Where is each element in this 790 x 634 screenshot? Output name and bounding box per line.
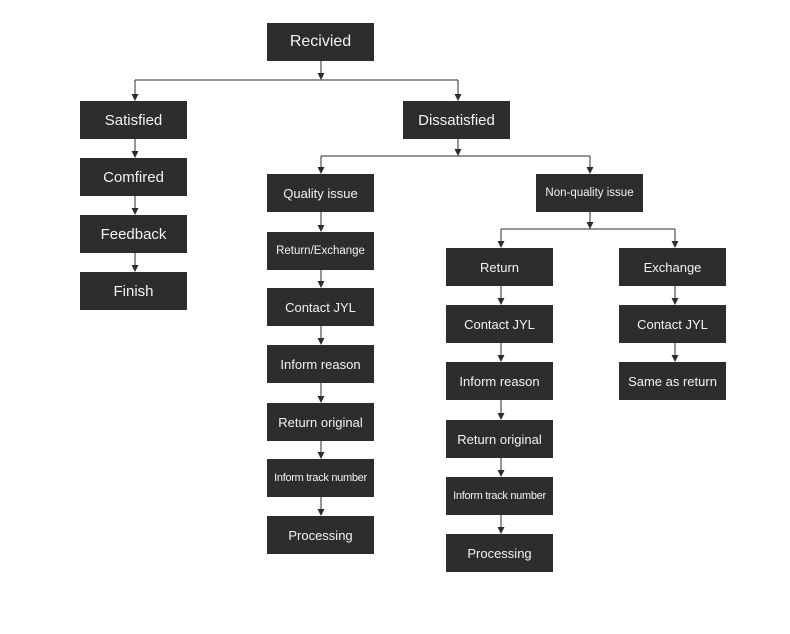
node-quality-inform-reason: Inform reason	[267, 345, 374, 383]
node-dissatisfied: Dissatisfied	[403, 101, 510, 139]
node-return-inform-track-number: Inform track number	[446, 477, 553, 515]
node-feedback: Feedback	[80, 215, 187, 253]
node-quality-issue: Quality issue	[267, 174, 374, 212]
node-quality-processing: Processing	[267, 516, 374, 554]
node-return-contact-jyl: Contact JYL	[446, 305, 553, 343]
node-exchange-same-as-return: Same as return	[619, 362, 726, 400]
node-return-return-original: Return original	[446, 420, 553, 458]
node-comfired: Comfired	[80, 158, 187, 196]
node-quality-return-exchange: Return/Exchange	[267, 232, 374, 270]
node-quality-return-original: Return original	[267, 403, 374, 441]
node-return: Return	[446, 248, 553, 286]
node-return-inform-reason: Inform reason	[446, 362, 553, 400]
node-finish: Finish	[80, 272, 187, 310]
node-received: Recivied	[267, 23, 374, 61]
node-quality-inform-track-number: Inform track number	[267, 459, 374, 497]
node-exchange-contact-jyl: Contact JYL	[619, 305, 726, 343]
node-satisfied: Satisfied	[80, 101, 187, 139]
node-non-quality-issue: Non-quality issue	[536, 174, 643, 212]
node-quality-contact-jyl: Contact JYL	[267, 288, 374, 326]
node-exchange: Exchange	[619, 248, 726, 286]
node-return-processing: Processing	[446, 534, 553, 572]
